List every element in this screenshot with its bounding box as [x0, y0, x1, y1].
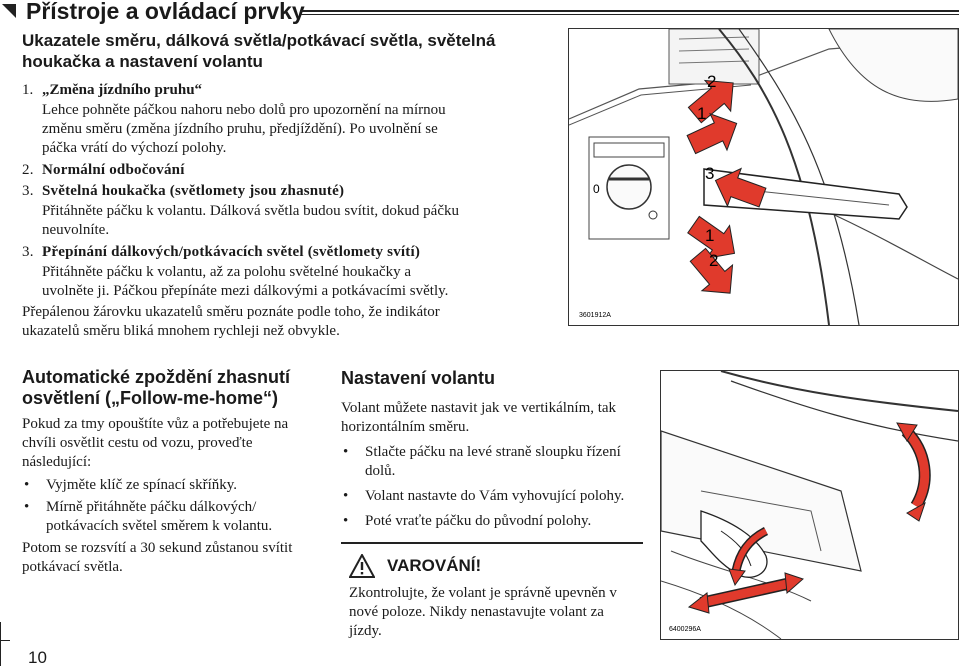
list-item: •Vyjměte klíč ze spínací skříňky. — [24, 477, 238, 493]
item-title: Světelná houkačka (světlomety jsou zhasn… — [42, 183, 345, 199]
list-item-text: Vyjměte klíč ze spínací skříňky. — [46, 477, 238, 493]
steering-adjust-section: Nastavení volantu Volant můžete nastavit… — [341, 368, 641, 534]
steering-column-illustration: 6400296A — [660, 370, 959, 640]
header-rule-thin — [300, 14, 959, 15]
header-marker-icon — [2, 4, 16, 18]
fig-label-1-top: 1 — [697, 104, 706, 123]
section-heading: Nastavení volantu — [341, 368, 496, 388]
list-item: •Stlačte páčku na levé straně sloupku ří… — [343, 444, 621, 479]
item-heading: 3. Přepínání dálkových/potkávacích světel… — [22, 242, 562, 263]
fig-label-2-bottom: 2 — [709, 251, 718, 270]
item-number: 1. — [22, 82, 34, 98]
page-corner-mark — [0, 640, 10, 641]
item-heading: 3. Světelná houkačka (světlomety jsou zha… — [22, 181, 562, 202]
item-heading: 1. „Změna jízdního pruhu“ — [22, 80, 562, 101]
list-item: •Poté vraťte páčku do původní polohy. — [343, 513, 592, 529]
list-item-text: Poté vraťte páčku do původní polohy. — [365, 513, 592, 529]
list-item-text: Mírně přitáhněte páčku dálkových/ potkáv… — [46, 499, 273, 534]
list-item: •Volant nastavte do Vám vyhovující poloh… — [343, 488, 625, 504]
section-heading: Automatické zpoždění zhasnutí osvětlení … — [22, 367, 291, 408]
steering-drawing: 6400296A — [660, 370, 959, 640]
fig-label-1-bottom: 1 — [705, 226, 714, 245]
lever-drawing: 0 2 1 3 1 2 3601912A — [568, 28, 959, 326]
figure-code: 3601912A — [579, 312, 611, 319]
item-title: Normální odbočování — [42, 162, 185, 178]
turn-signal-lever-illustration: 0 2 1 3 1 2 3601912A — [568, 28, 959, 326]
figure-code: 6400296A — [669, 626, 701, 633]
item-body: Přitáhněte páčku k volantu, až za polohu… — [42, 264, 449, 299]
fig-label-2-top: 2 — [707, 72, 716, 91]
warning-title: VAROVÁNÍ! — [387, 556, 482, 575]
bulb-note: Přepálenou žárovku ukazatelů směru pozná… — [22, 304, 440, 339]
warning-body: Zkontrolujte, že volant je správně upevn… — [349, 585, 617, 639]
section-outro: Potom se rozsvítí a 30 sekund zůstanou s… — [22, 540, 293, 575]
section-intro: Volant můžete nastavit jak ve vertikální… — [341, 400, 617, 435]
item-number: 3. — [22, 244, 34, 260]
list-item: •Mírně přitáhněte páčku dálkových/ potká… — [24, 499, 273, 534]
header-rule — [300, 10, 959, 12]
follow-me-home-section: Automatické zpoždění zhasnutí osvětlení … — [22, 367, 317, 581]
section-intro: Pokud za tmy opouštíte vůz a potřebujete… — [22, 416, 289, 470]
signals-section: Ukazatele směru, dálková světla/potkávac… — [22, 30, 562, 341]
page-number: 10 — [28, 648, 47, 667]
list-item-text: Volant nastavte do Vám vyhovující polohy… — [365, 488, 625, 504]
page-corner-mark — [0, 622, 1, 666]
item-title: „Změna jízdního pruhu“ — [42, 82, 203, 98]
item-heading: 2. Normální odbočování — [22, 160, 562, 181]
item-number: 2. — [22, 162, 34, 178]
warning-box: VAROVÁNÍ! Zkontrolujte, že volant je spr… — [341, 542, 643, 640]
dial-zero-label: 0 — [593, 182, 600, 196]
list-item-text: Stlačte páčku na levé straně sloupku říz… — [365, 444, 621, 479]
item-body: Přitáhněte páčku k volantu. Dálková svět… — [42, 203, 459, 238]
warning-triangle-icon — [349, 554, 375, 578]
item-body: Lehce pohněte páčkou nahoru nebo dolů pr… — [42, 102, 446, 156]
item-title: Přepínání dálkových/potkávacích světel (… — [42, 244, 421, 260]
item-number: 3. — [22, 183, 34, 199]
fig-label-3: 3 — [705, 164, 714, 183]
section-heading: Ukazatele směru, dálková světla/potkávac… — [22, 31, 496, 71]
page-title: Přístroje a ovládací prvky — [26, 0, 305, 24]
